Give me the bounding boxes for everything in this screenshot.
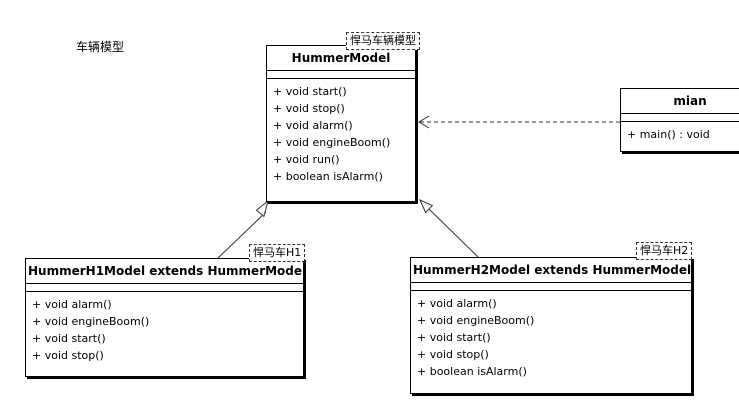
operation: + void alarm() [273, 119, 353, 132]
attributes-compartment [26, 283, 303, 291]
note-hummer-h1: 悍马车H1 [249, 244, 306, 262]
generalization-line-h2 [428, 208, 479, 258]
operation: + void start() [32, 332, 106, 345]
operation: + main() : void [627, 128, 710, 141]
class-mian[interactable]: mian + main() : void [620, 88, 739, 152]
generalization-arrowhead-h2 [419, 198, 434, 214]
class-hummer-h1-model[interactable]: HummerH1Model extends HummerModel + void… [25, 258, 304, 377]
operation: + void engineBoom() [273, 136, 391, 149]
operation: + boolean isAlarm() [273, 170, 383, 183]
attributes-compartment [411, 282, 691, 290]
operations-compartment: + void alarm() + void engineBoom() + voi… [26, 291, 303, 368]
attributes-compartment [267, 70, 415, 78]
operation: + void alarm() [417, 297, 497, 310]
generalization-arrowhead-h1 [255, 199, 269, 218]
note-hummer-model: 悍马车辆模型 [346, 32, 420, 50]
operation: + boolean isAlarm() [417, 365, 527, 378]
class-hummer-h2-model[interactable]: HummerH2Model extends HummerModel + void… [410, 257, 692, 394]
generalization-line-h1 [217, 211, 267, 259]
class-name: HummerModel [291, 51, 391, 65]
operation: + void stop() [417, 348, 489, 361]
class-hummer-model[interactable]: HummerModel + void start() + void stop()… [266, 45, 416, 202]
operation: + void start() [417, 331, 491, 344]
operation: + void stop() [273, 102, 345, 115]
class-name: mian [673, 94, 707, 108]
attributes-compartment [621, 113, 739, 121]
diagram-title: 车辆模型 [76, 40, 125, 54]
operations-compartment: + void start() + void stop() + void alar… [267, 78, 415, 189]
operation: + void alarm() [32, 298, 112, 311]
class-name: HummerH2Model extends HummerModel [413, 263, 691, 277]
operation: + void engineBoom() [32, 315, 150, 328]
operation: + void run() [273, 153, 340, 166]
note-hummer-h2: 悍马车H2 [636, 242, 693, 260]
operations-compartment: + main() : void [621, 121, 739, 147]
dependency-arrowhead-mian [418, 115, 430, 129]
class-name: HummerH1Model extends HummerModel [28, 264, 303, 278]
operation: + void engineBoom() [417, 314, 535, 327]
operations-compartment: + void alarm() + void engineBoom() + voi… [411, 290, 691, 384]
operation: + void start() [273, 85, 347, 98]
operation: + void stop() [32, 349, 104, 362]
